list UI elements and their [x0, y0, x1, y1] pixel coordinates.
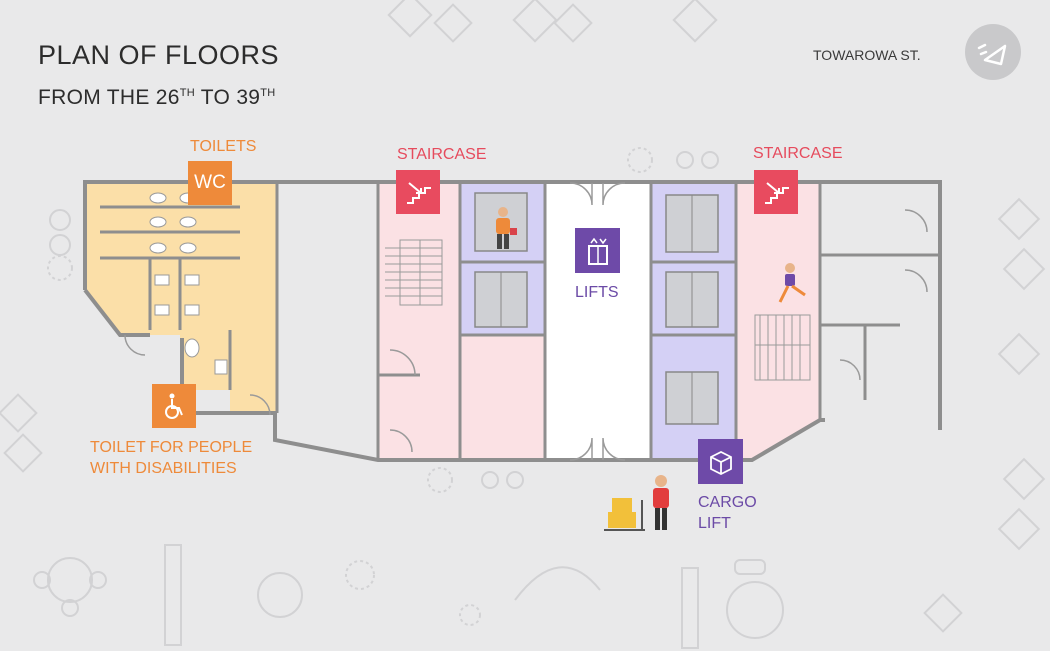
outer-wall-left — [83, 288, 150, 337]
lift-arrows-icon — [575, 228, 620, 273]
running-person-icon — [778, 263, 806, 303]
staircase-left-label: STAIRCASE — [397, 146, 487, 163]
subtitle-sup2: TH — [260, 87, 276, 99]
compass-triangle-logo-icon — [965, 24, 1021, 80]
toilets-label: TOILETS — [190, 138, 257, 155]
staircase-right-label: STAIRCASE — [753, 145, 843, 162]
cargo-line1: CARGO — [698, 494, 757, 511]
toilet-disabled-label: TOILET FOR PEOPLE WITH DISABILITIES — [90, 437, 252, 479]
toilet-disabled-line2: WITH DISABILITIES — [90, 460, 237, 477]
cargo-lift-label: CARGO LIFT — [698, 492, 757, 534]
subtitle-sup1: TH — [179, 87, 196, 99]
wheelchair-glyph — [165, 393, 183, 419]
staircase-left-zone — [378, 183, 460, 460]
lift-glyph — [587, 237, 608, 265]
wheelchair-icon — [152, 384, 196, 428]
person-in-lift-icon — [496, 207, 517, 249]
logo-svg — [977, 43, 1007, 66]
staircase-icon — [754, 170, 798, 214]
staircase-right-zone — [736, 183, 820, 460]
desk-cluster-icon — [387, 0, 718, 43]
cargo-box-icon — [698, 439, 743, 484]
subtitle-middle: TO 39 — [195, 86, 261, 109]
street-name: TOWAROWA ST. — [813, 47, 921, 63]
toilet-disabled-line1: TOILET FOR PEOPLE — [90, 439, 253, 456]
page-subtitle: FROM THE 26TH TO 39TH — [38, 86, 276, 110]
desk-cluster-icon — [997, 197, 1046, 551]
delivery-person-icon — [604, 475, 669, 531]
cargo-line2: LIFT — [698, 515, 731, 532]
cargo-glyph — [709, 450, 732, 475]
staircase-glyph — [407, 182, 431, 204]
staircase-glyph — [765, 182, 789, 204]
wc-icon: WC — [188, 161, 232, 205]
lifts-hall-zone — [545, 183, 651, 460]
lifts-label: LIFTS — [575, 284, 619, 301]
staircase-icon — [396, 170, 440, 214]
desk-cluster-icon — [0, 393, 43, 473]
subtitle-prefix: FROM THE 26 — [38, 86, 180, 109]
outer-wall-bottom — [180, 338, 825, 462]
outer-wall — [83, 180, 942, 430]
staircase-left-room-zone — [460, 335, 545, 460]
page-title: PLAN OF FLOORS — [38, 40, 280, 70]
